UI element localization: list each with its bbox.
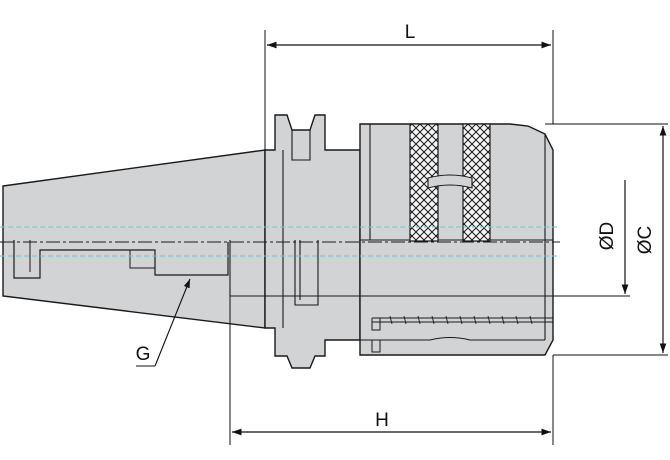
collet-thread	[371, 317, 553, 353]
dimension-C-label: ØC	[635, 226, 656, 255]
dimension-L-label: L	[405, 22, 416, 43]
centerlines	[0, 226, 560, 257]
dimension-H-label: H	[375, 410, 389, 431]
dimension-D-label: ØD	[597, 222, 618, 251]
dimension-L: L	[264, 22, 554, 150]
leader-G-label: G	[136, 344, 151, 365]
thread-ticks	[389, 315, 533, 325]
taper-shank	[2, 149, 266, 329]
dimension-H: H	[229, 296, 554, 445]
ring-slot	[427, 174, 473, 189]
taper-bore-groove	[13, 240, 229, 279]
collet-bottom	[360, 336, 545, 341]
leader-G: G	[136, 278, 191, 367]
dimension-C: ØC	[545, 123, 668, 356]
flange-keyway	[282, 130, 319, 328]
dimension-D: ØD	[553, 180, 630, 297]
